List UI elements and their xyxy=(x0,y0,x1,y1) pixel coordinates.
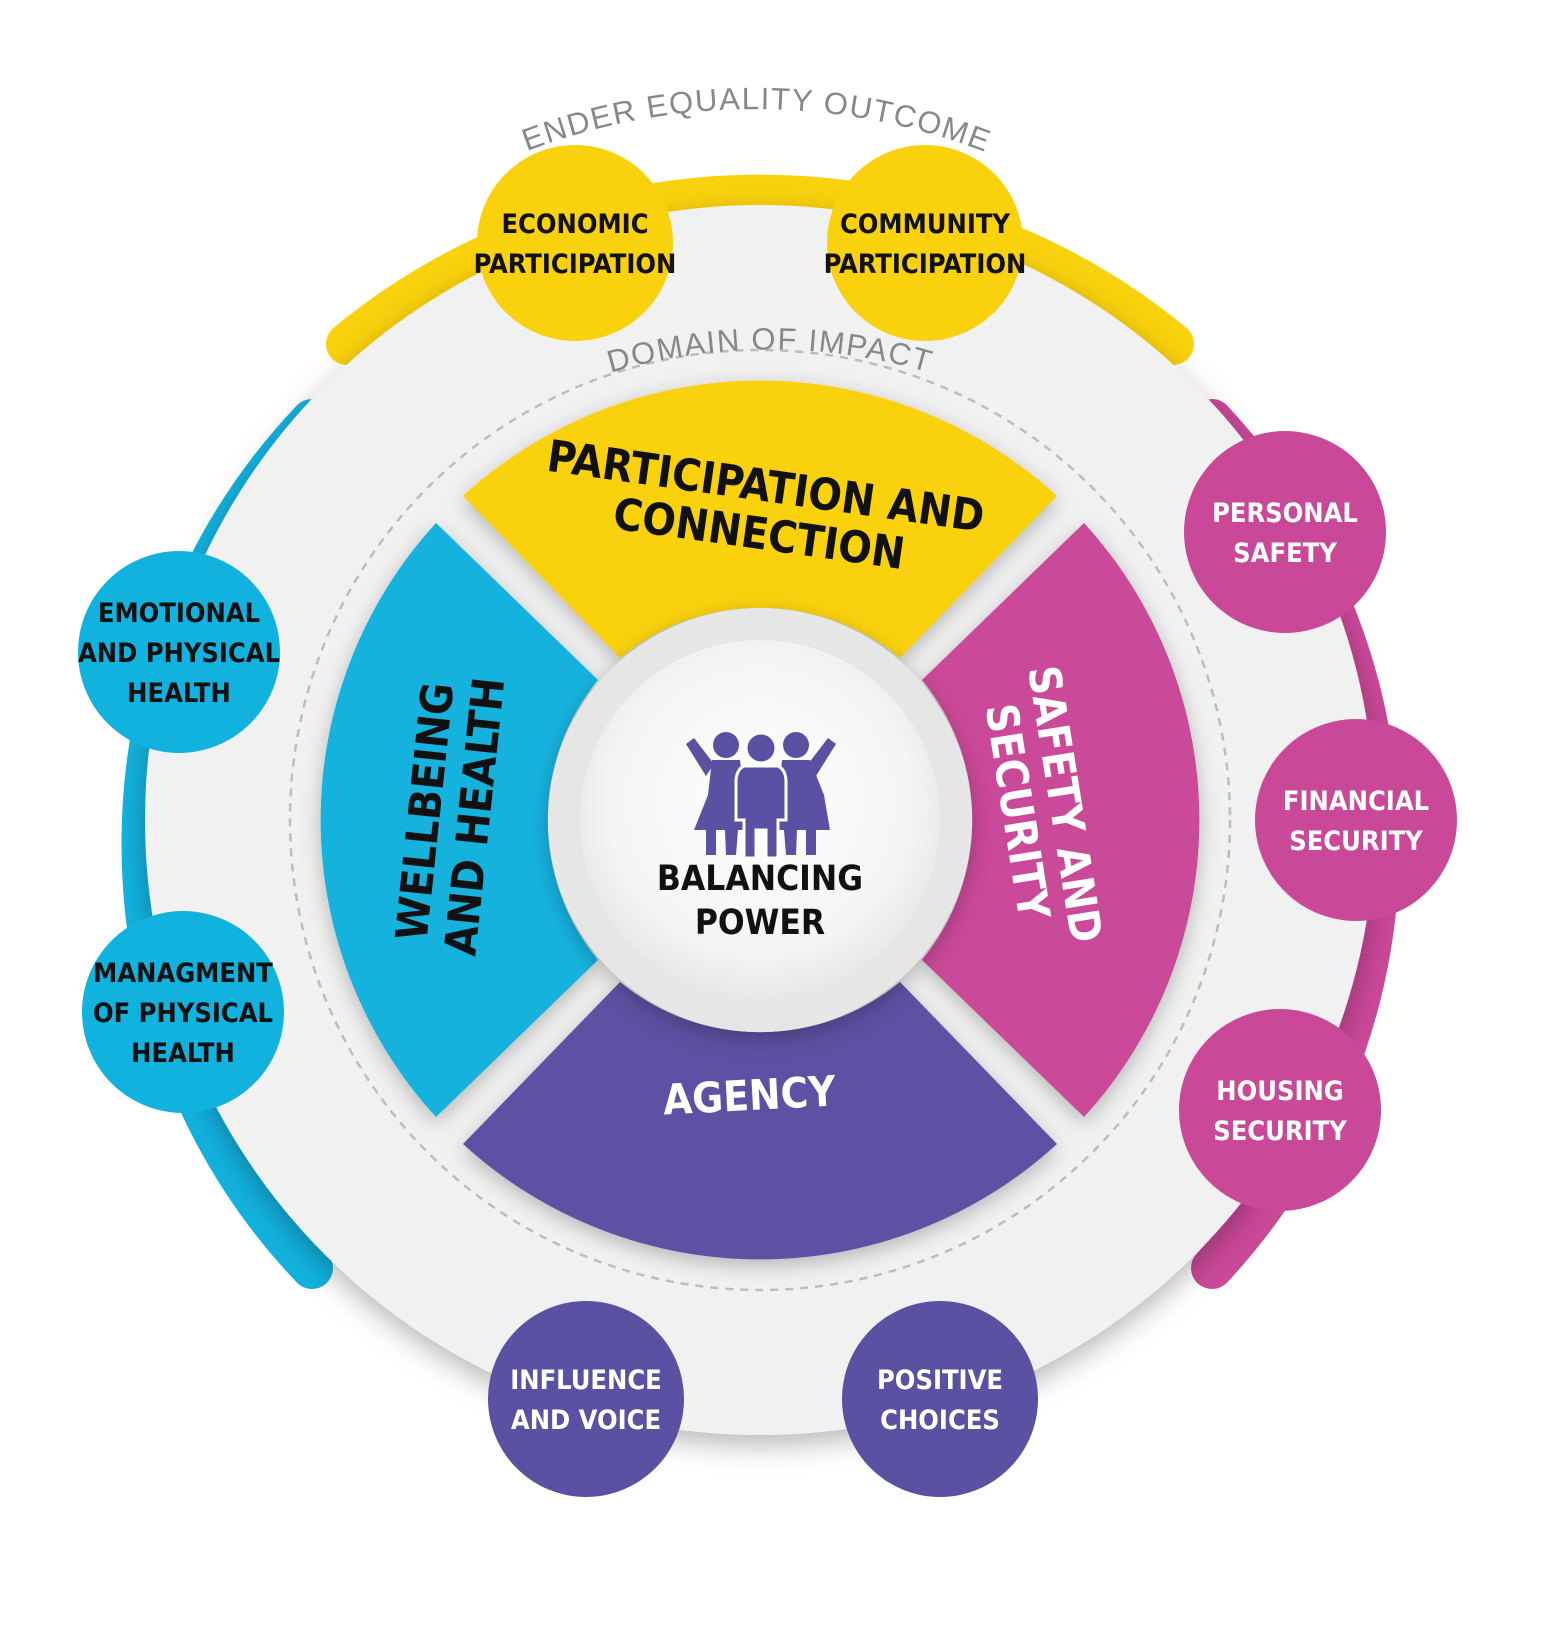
outcome-label-line: FINANCIAL xyxy=(1283,786,1429,817)
label-wellbeing-health: WELLBEING AND HEALTH xyxy=(387,675,516,958)
outcome-managment-text: MANAGMENT OF PHYSICAL HEALTH xyxy=(93,958,273,1069)
wedge-participation-connection xyxy=(463,380,1057,658)
outcome-label-line: SECURITY xyxy=(1289,826,1423,857)
outcome-personal-text: PERSONAL SAFETY xyxy=(1212,498,1358,569)
outcome-label-line: HEALTH xyxy=(131,1038,235,1069)
center-line2: POWER xyxy=(695,903,825,943)
outcome-economic-text: ECONOMIC PARTICIPATION xyxy=(474,209,677,280)
wedge-safety-security xyxy=(922,523,1200,1117)
outcome-label-line: EMOTIONAL xyxy=(98,598,260,629)
gender-equality-outcomes-title: GENDER EQUALITY OUTCOMES xyxy=(0,0,996,159)
outcome-label-line: SECURITY xyxy=(1213,1116,1347,1147)
label-agency: AGENCY xyxy=(662,1066,838,1124)
outcome-emotional-physical-health: EMOTIONAL AND PHYSICAL HEALTH xyxy=(78,551,280,753)
yellow-outer-arc xyxy=(326,174,1194,365)
outcome-managment-physical-health: MANAGMENT OF PHYSICAL HEALTH xyxy=(82,911,284,1113)
outcome-label-line: OF PHYSICAL xyxy=(93,998,273,1029)
domain-wedges xyxy=(320,380,1200,1260)
outcome-financial-security: FINANCIAL SECURITY xyxy=(1255,719,1457,921)
wedge-wellbeing-health xyxy=(320,523,598,1117)
people-group-icon xyxy=(686,731,836,860)
outcome-positive-choices: POSITIVE CHOICES xyxy=(842,1301,1038,1497)
outcome-influence-text: INFLUENCE AND VOICE xyxy=(510,1365,662,1436)
outcome-personal-safety: PERSONAL SAFETY xyxy=(1184,431,1386,633)
outcome-positive-text: POSITIVE CHOICES xyxy=(877,1365,1003,1436)
outcome-label-line: POSITIVE xyxy=(877,1365,1003,1396)
outcome-label-line: ECONOMIC xyxy=(501,209,648,240)
center-line1: BALANCING xyxy=(657,859,863,899)
outcome-housing-text: HOUSING SECURITY xyxy=(1213,1076,1347,1147)
outcome-label-line: AND PHYSICAL xyxy=(78,638,280,669)
outcome-label-line: AND VOICE xyxy=(511,1405,661,1436)
outcome-community-text: COMMUNITY PARTICIPATION xyxy=(824,209,1027,280)
outcome-influence-voice: INFLUENCE AND VOICE xyxy=(488,1301,684,1497)
outcome-label-line: HOUSING xyxy=(1216,1076,1344,1107)
outcome-label-line: HEALTH xyxy=(127,678,231,709)
outcome-label-line: PERSONAL xyxy=(1212,498,1358,529)
outcome-label-line: PARTICIPATION xyxy=(474,249,677,280)
outcome-community-participation: COMMUNITY PARTICIPATION xyxy=(824,145,1027,341)
domain-bottom-line1: AGENCY xyxy=(662,1066,838,1124)
outcome-financial-text: FINANCIAL SECURITY xyxy=(1283,786,1429,857)
outcome-label-line: MANAGMENT xyxy=(93,958,273,989)
outcome-emotional-text: EMOTIONAL AND PHYSICAL HEALTH xyxy=(78,598,280,709)
outcome-label-line: CHOICES xyxy=(880,1405,1000,1436)
outcome-label-line: PARTICIPATION xyxy=(824,249,1027,280)
outcome-housing-security: HOUSING SECURITY xyxy=(1179,1009,1381,1211)
wedge-agency xyxy=(463,982,1057,1260)
domain-of-impact-circle xyxy=(288,348,1232,1292)
outcome-label-line: INFLUENCE xyxy=(510,1365,662,1396)
outcome-label-line: SAFETY xyxy=(1233,538,1337,569)
outcome-economic-participation: ECONOMIC PARTICIPATION xyxy=(474,145,677,341)
outcome-label-line: COMMUNITY xyxy=(840,209,1010,240)
